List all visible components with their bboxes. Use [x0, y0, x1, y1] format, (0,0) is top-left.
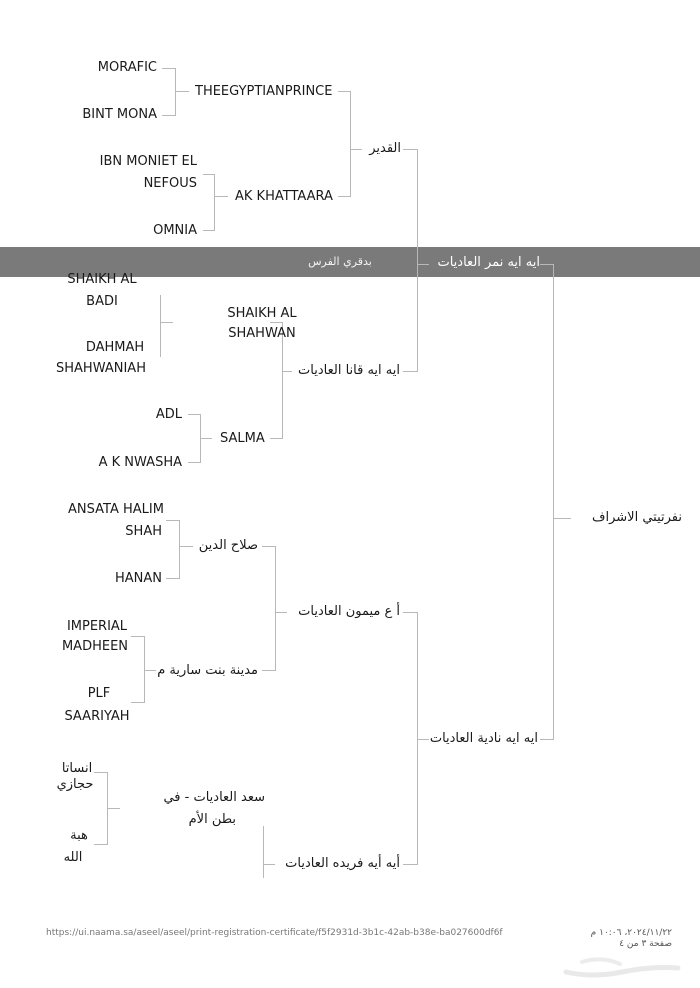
- sire-dam-dam-name: SALMA: [220, 431, 265, 446]
- dam-dam-sire-line2: بطن الأم: [188, 812, 236, 827]
- dam-sire-sire-name: صلاح الدين: [198, 538, 258, 553]
- sire-dam-dam-sire-name: ADL: [155, 407, 182, 422]
- bracket-line: [214, 174, 215, 231]
- bracket-line: [162, 115, 176, 116]
- root-horse: نفرتيتي الاشراف: [592, 510, 682, 525]
- bracket-line: [200, 438, 212, 439]
- bracket-line: [403, 149, 418, 150]
- dam-sire-sire-sire-line1: ANSATA HALIM: [68, 502, 164, 517]
- sire-name: ايه ايه نمر العاديات: [437, 255, 540, 270]
- sire-dam-sire-sire-line1: SHAIKH AL: [67, 272, 137, 287]
- bracket-line: [338, 91, 351, 92]
- dam-sire-dam-dam-line1: PLF: [87, 686, 111, 701]
- print-datetime: ٢٠٢٤/١١/٢٢، ١٠:٠٦ م: [590, 928, 672, 938]
- dam-dam-sire-line1: سعد العاديات - في: [163, 790, 265, 805]
- dam-sire-name: أ ع ميمون العاديات: [298, 604, 400, 619]
- bracket-line: [403, 864, 418, 865]
- sire-sire-sire-name: THEEGYPTIANPRINCE: [195, 84, 333, 99]
- band-title: بدقري الفرس: [308, 255, 372, 268]
- dam-sire-dam-sire-line1: IMPERIAL: [66, 619, 128, 634]
- bracket-line: [540, 739, 554, 740]
- sire-dam-sire-line1: SHAIKH AL: [227, 306, 297, 321]
- bracket-line: [417, 264, 429, 265]
- bracket-line: [214, 196, 228, 197]
- sire-sire-dam-name: AK KHATTAARA: [235, 189, 333, 204]
- bracket-line: [131, 702, 145, 703]
- bracket-line: [179, 546, 193, 547]
- sire-dam-sire-dam-line1: DAHMAH: [85, 340, 145, 355]
- sire-dam-sire-sire-line2: BADI: [86, 294, 118, 309]
- bracket-line: [94, 844, 108, 845]
- bracket-line: [179, 520, 180, 579]
- bracket-line: [144, 670, 156, 671]
- bracket-line: [338, 196, 351, 197]
- dam-sire-dam-sire-line2: MADHEEN: [61, 639, 129, 654]
- dam-dam-sire-sire-line1: انساتا: [61, 761, 93, 776]
- sire-dam-name: ايه ايه قانا العاديات: [298, 363, 400, 378]
- bracket-line: [166, 578, 180, 579]
- print-url: https://ui.naama.sa/aseel/aseel/print-re…: [46, 928, 503, 938]
- sire-sire-sire-sire-name: MORAFIC: [97, 60, 157, 75]
- bracket-line: [417, 612, 418, 865]
- dam-dam-sire-sire-line2: حجازي: [56, 777, 94, 792]
- bracket-line: [262, 546, 276, 547]
- dam-dam-sire-dam-line2: الله: [63, 850, 83, 865]
- bracket-line: [403, 612, 418, 613]
- dam-dam-name: أيه أيه فريده العاديات: [285, 856, 400, 871]
- bracket-line: [175, 91, 189, 92]
- bracket-line: [350, 149, 362, 150]
- bracket-line: [417, 739, 429, 740]
- bracket-line: [131, 636, 145, 637]
- page-number: صفحة ٣ من ٤: [619, 939, 672, 949]
- haraj-logo: [562, 954, 682, 980]
- bracket-line: [107, 808, 120, 809]
- bracket-line: [282, 371, 292, 372]
- bracket-line: [263, 826, 264, 878]
- dam-dam-sire-dam-line1: هبة: [70, 828, 88, 843]
- bracket-line: [188, 462, 201, 463]
- dam-sire-sire-sire-line2: SHAH: [125, 524, 162, 539]
- sire-sire-name: القدير: [369, 141, 401, 156]
- sire-sire-dam-sire-line1: IBN MONIET EL: [99, 154, 197, 169]
- bracket-line: [417, 149, 418, 372]
- sire-sire-dam-dam-name: OMNIA: [153, 223, 197, 238]
- bracket-line: [553, 264, 554, 740]
- bracket-line: [160, 322, 173, 323]
- sire-sire-dam-sire-line2: NEFOUS: [143, 176, 197, 191]
- bracket-line: [160, 295, 161, 357]
- bracket-line: [270, 322, 283, 323]
- sire-dam-dam-dam-name: A K NWASHA: [98, 455, 182, 470]
- dam-sire-dam-name: مدينة بنت سارية م: [157, 663, 258, 678]
- bracket-line: [94, 772, 108, 773]
- dam-sire-sire-dam-name: HANAN: [114, 571, 162, 586]
- dam-name: ايه ايه نادية العاديات: [429, 731, 538, 746]
- bracket-line: [350, 91, 351, 197]
- header-band: [0, 247, 700, 277]
- bracket-line: [540, 264, 554, 265]
- bracket-line: [162, 68, 176, 69]
- bracket-line: [175, 68, 176, 116]
- bracket-line: [188, 414, 201, 415]
- bracket-line: [166, 520, 180, 521]
- haraj-logo-mark: [563, 957, 681, 978]
- sire-sire-sire-dam-name: BINT MONA: [82, 107, 157, 122]
- bracket-line: [262, 670, 276, 671]
- bracket-line: [282, 322, 283, 439]
- sire-dam-sire-dam-line2: SHAHWANIAH: [56, 361, 146, 376]
- bracket-line: [270, 438, 283, 439]
- bracket-line: [263, 864, 275, 865]
- bracket-line: [275, 546, 276, 671]
- sire-dam-sire-line2: SHAHWAN: [228, 326, 296, 341]
- bracket-line: [203, 230, 215, 231]
- bracket-line: [203, 174, 215, 175]
- bracket-line: [403, 371, 418, 372]
- bracket-line: [275, 612, 287, 613]
- bracket-line: [553, 518, 571, 519]
- dam-sire-dam-dam-line2: SAARIYAH: [64, 709, 130, 724]
- bracket-line: [144, 636, 145, 703]
